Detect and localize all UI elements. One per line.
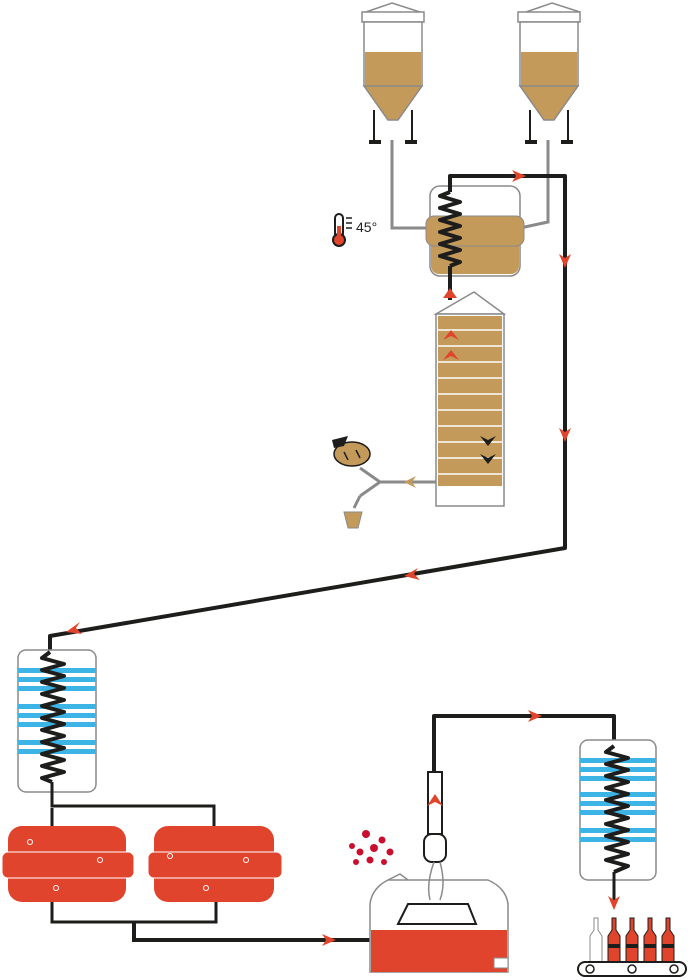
left-hopper: [361, 2, 425, 144]
temperature-label: 45°: [356, 219, 377, 235]
coffee-grounds-icon: [332, 436, 371, 467]
return-line-top: [48, 174, 567, 652]
heat-exchanger-icon: [425, 185, 525, 277]
kettle-outlet-line: [432, 714, 616, 772]
kettle-icon: [369, 771, 509, 973]
tank-to-kettle-line: [132, 922, 372, 942]
distillation-column-icon: [433, 291, 507, 507]
right-hopper: [517, 2, 581, 144]
flow-arrows: [66, 170, 571, 634]
bottle-conveyor-icon: [577, 917, 687, 977]
right-hopper-feed: [519, 140, 550, 230]
coffee-cup-icon: [343, 511, 363, 529]
fermentation-tank-2-icon: [147, 826, 283, 902]
fermentation-tank-icon: [1, 826, 135, 902]
berries-icon: [349, 830, 394, 865]
left-hopper-feed: [390, 140, 430, 230]
thermometer-icon: [332, 213, 352, 247]
cooling-exchanger-right-icon: [579, 739, 657, 881]
cooling-exchanger-icon: [17, 649, 97, 793]
